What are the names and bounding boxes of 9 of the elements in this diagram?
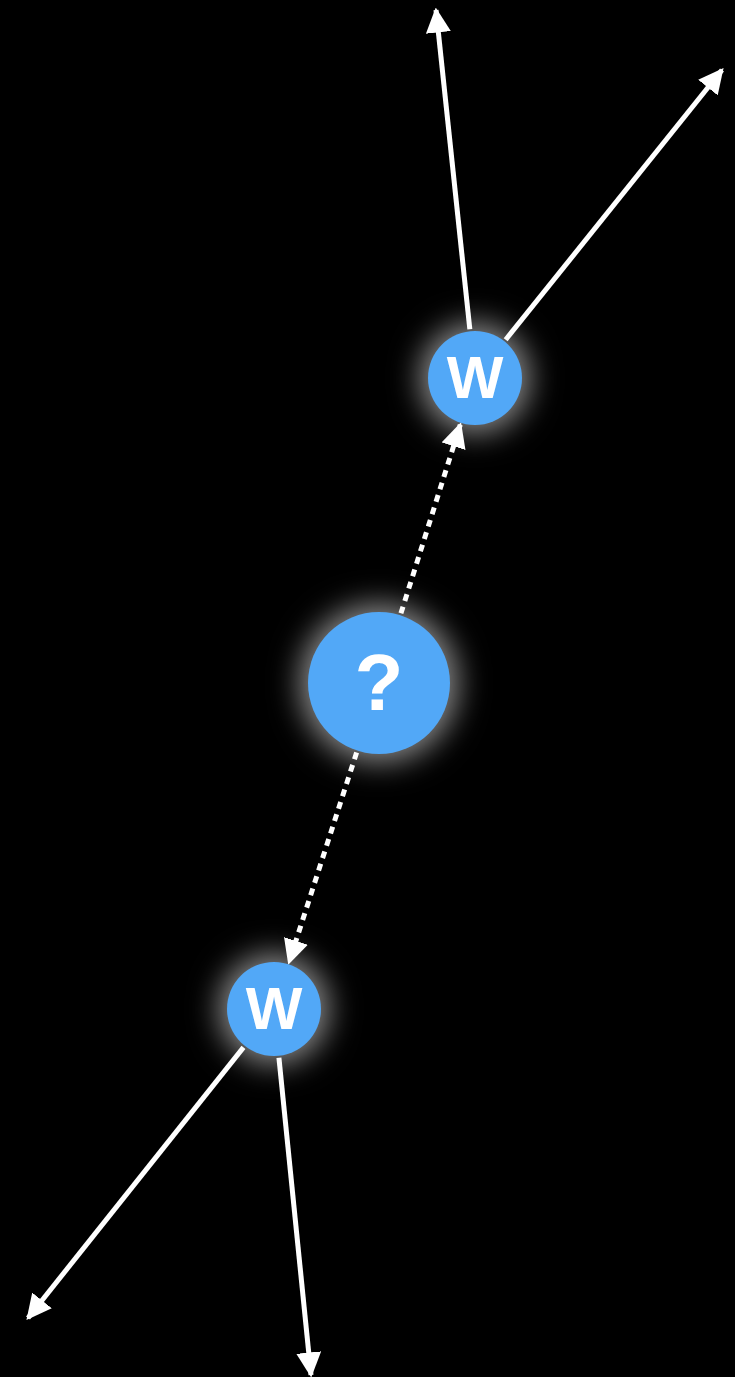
- arrow: [26, 1045, 246, 1320]
- arrow: [398, 422, 466, 615]
- node-label: W: [245, 979, 303, 1039]
- arrow: [284, 751, 359, 965]
- arrow: [503, 68, 724, 342]
- arrow: [276, 1057, 322, 1377]
- arrow: [425, 7, 473, 330]
- node-label: W: [446, 348, 504, 408]
- node-label: ?: [354, 643, 404, 723]
